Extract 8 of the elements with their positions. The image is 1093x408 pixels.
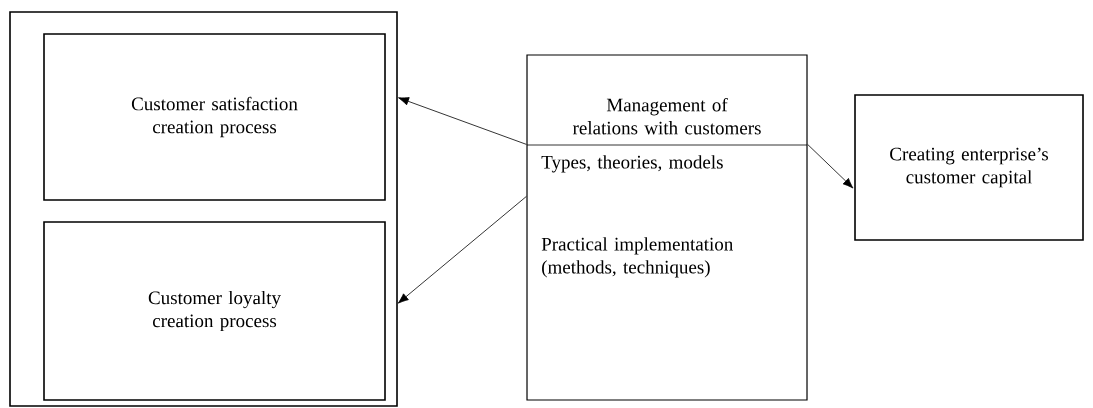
process-box: Management of relations with customers Types, theories, models Practical implementation (methods, techniques) <box>526 54 808 401</box>
arrow <box>398 97 527 145</box>
process-box: Customer loyalty creation process <box>43 221 386 401</box>
process-box: Customer satisfaction creation process <box>43 33 386 201</box>
group-box <box>9 11 398 407</box>
arrow <box>397 196 527 304</box>
process-box: Creating enterprise’s customer capital <box>854 94 1084 241</box>
arrow <box>807 144 854 189</box>
